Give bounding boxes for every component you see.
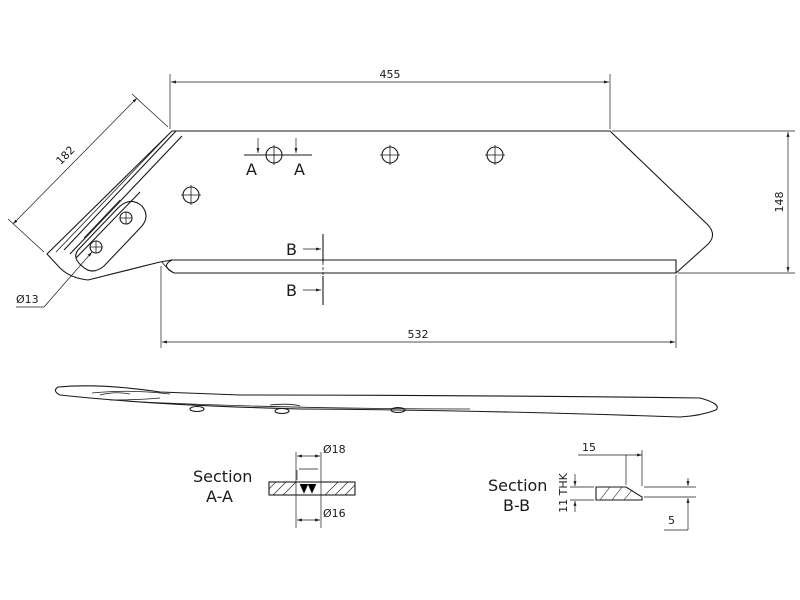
section-a-title-line2: A-A — [206, 487, 233, 506]
section-b-title-line2: B-B — [503, 496, 530, 515]
section-b-label-bottom: B — [286, 281, 297, 300]
dim-width-15: 15 — [582, 441, 596, 454]
dimension-angled — [7, 93, 169, 253]
dim-148: 148 — [773, 192, 786, 213]
blade-outline — [46, 130, 714, 281]
dim-bevel-5: 5 — [668, 514, 675, 527]
section-a-label-left: A — [246, 160, 257, 179]
dim-455: 455 — [380, 68, 401, 81]
bolt-hole-3 — [485, 145, 505, 165]
plan-view: A A B B — [46, 130, 714, 305]
section-a-label-right: A — [294, 160, 305, 179]
section-b-label-top: B — [286, 240, 297, 259]
dimension-height — [612, 130, 795, 274]
dim-inner-16: Ø16 — [323, 507, 346, 520]
dim-532: 532 — [408, 328, 429, 341]
side-hole-3 — [390, 406, 406, 414]
side-view-outline — [54, 385, 718, 418]
side-hole-1 — [189, 405, 205, 413]
section-b-profile — [570, 450, 696, 531]
dim-thickness-11: 11 THK — [557, 472, 570, 512]
section-a-profile — [268, 452, 356, 528]
side-view — [54, 385, 718, 418]
section-b-cut-plane — [303, 234, 324, 305]
dimension-top — [169, 74, 611, 129]
dim-182: 182 — [54, 144, 78, 168]
bolt-hole-4 — [181, 185, 201, 205]
bolt-hole-2 — [380, 145, 400, 165]
shin-strip — [63, 130, 183, 259]
section-a-title-line1: Section — [193, 467, 252, 486]
dim-outer-18: Ø18 — [323, 443, 346, 456]
cutting-edge-line — [170, 259, 677, 273]
dimension-hole-leader — [16, 251, 93, 308]
dimension-bottom — [160, 266, 677, 348]
section-a-cut-plane — [244, 138, 312, 156]
section-b-title-line1: Section — [488, 476, 547, 495]
side-hole-2 — [274, 407, 290, 415]
side-view-edge — [91, 390, 471, 410]
dim-hole-13: Ø13 — [16, 293, 39, 306]
cutting-edge-tip — [161, 261, 175, 274]
